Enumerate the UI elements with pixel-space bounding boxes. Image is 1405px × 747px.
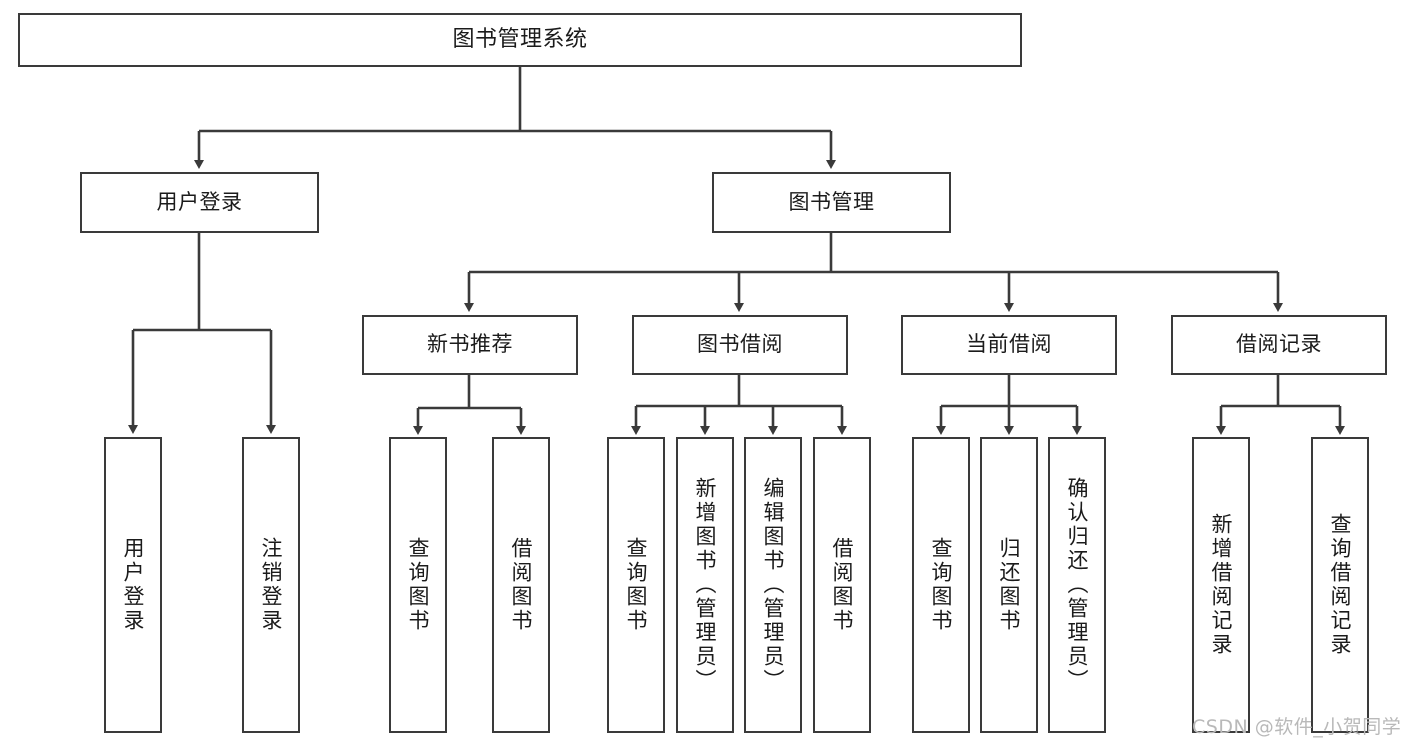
- leaf-edit-book-admin[interactable]: 编辑图书（管理员）: [744, 437, 802, 733]
- node-label: 确认归还（管理员）: [1065, 477, 1090, 693]
- node-book-borrow[interactable]: 图书借阅: [632, 315, 848, 375]
- node-label: 新书推荐: [427, 332, 513, 357]
- leaf-add-book-admin[interactable]: 新增图书（管理员）: [676, 437, 734, 733]
- leaf-query-book-borrow[interactable]: 查询图书: [607, 437, 665, 733]
- node-label: 图书管理: [788, 189, 875, 214]
- node-borrow-record[interactable]: 借阅记录: [1171, 315, 1387, 375]
- node-label: 注销登录: [259, 537, 284, 633]
- csdn-watermark: CSDN @软件_小贺同学: [1192, 716, 1402, 738]
- leaf-query-borrow-record[interactable]: 查询借阅记录: [1311, 437, 1369, 733]
- leaf-borrow-book[interactable]: 借阅图书: [813, 437, 871, 733]
- node-label: 归还图书: [997, 537, 1022, 633]
- leaf-user-login[interactable]: 用户登录: [104, 437, 162, 733]
- leaf-confirm-return-admin[interactable]: 确认归还（管理员）: [1048, 437, 1106, 733]
- node-label: 用户登录: [121, 537, 146, 633]
- leaf-query-book-recommend[interactable]: 查询图书: [389, 437, 447, 733]
- node-label: 查询借阅记录: [1328, 513, 1353, 657]
- leaf-logout[interactable]: 注销登录: [242, 437, 300, 733]
- node-label: 用户登录: [156, 189, 243, 214]
- node-new-book-recommend[interactable]: 新书推荐: [362, 315, 578, 375]
- node-root-system[interactable]: 图书管理系统: [18, 13, 1022, 67]
- node-label: 当前借阅: [966, 332, 1052, 357]
- node-book-management[interactable]: 图书管理: [712, 172, 951, 233]
- node-label: 查询图书: [929, 537, 954, 633]
- node-current-borrow[interactable]: 当前借阅: [901, 315, 1117, 375]
- node-label: 新增借阅记录: [1209, 513, 1234, 657]
- leaf-add-borrow-record[interactable]: 新增借阅记录: [1192, 437, 1250, 733]
- leaf-query-book-current[interactable]: 查询图书: [912, 437, 970, 733]
- node-label: 借阅图书: [830, 537, 855, 633]
- node-label: 借阅图书: [509, 537, 534, 633]
- node-label: 编辑图书（管理员）: [761, 477, 786, 693]
- node-label: 图书管理系统: [452, 26, 588, 52]
- leaf-return-book[interactable]: 归还图书: [980, 437, 1038, 733]
- node-label: 图书借阅: [697, 332, 783, 357]
- node-label: 借阅记录: [1236, 332, 1322, 357]
- node-label: 新增图书（管理员）: [693, 477, 718, 693]
- leaf-borrow-book-recommend[interactable]: 借阅图书: [492, 437, 550, 733]
- node-user-login[interactable]: 用户登录: [80, 172, 319, 233]
- node-label: 查询图书: [406, 537, 431, 633]
- node-label: 查询图书: [624, 537, 649, 633]
